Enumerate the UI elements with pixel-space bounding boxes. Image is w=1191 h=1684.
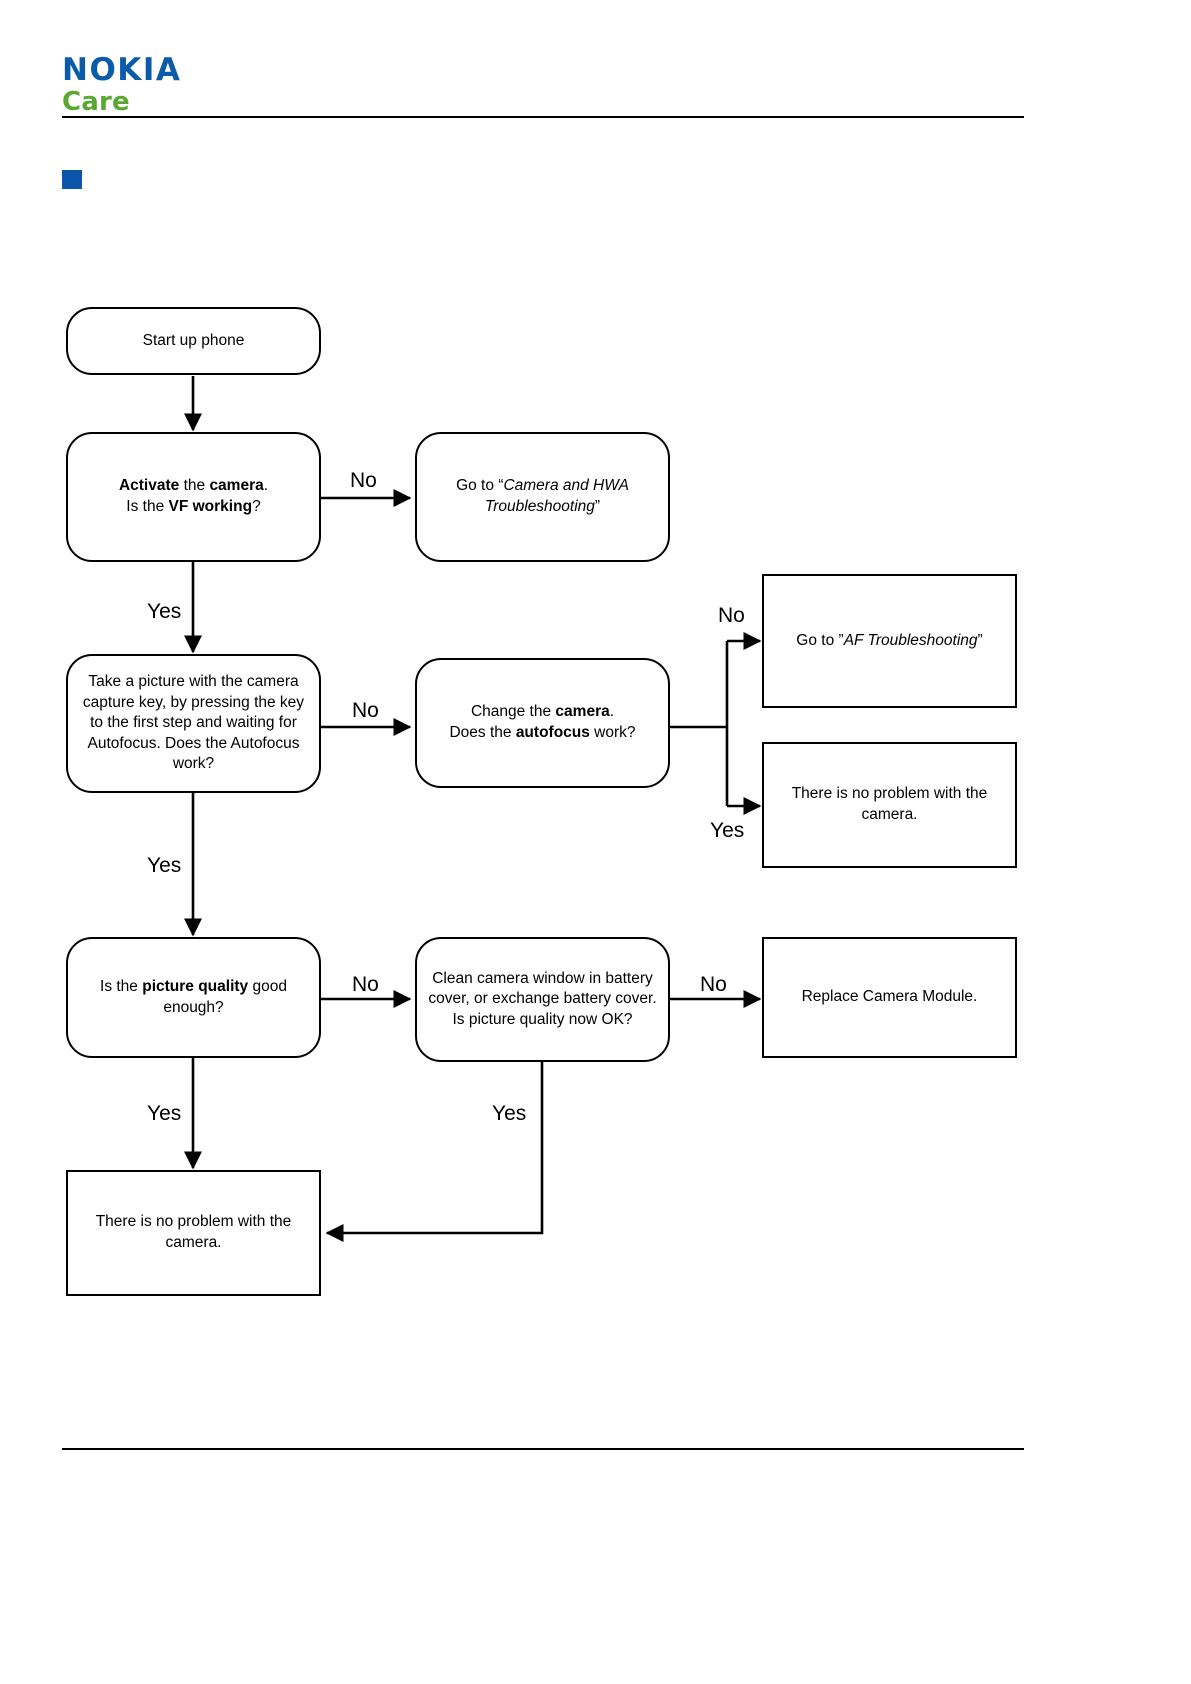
node-replace-camera-module-label: Replace Camera Module. — [801, 988, 978, 1006]
node-activate-camera[interactable]: Activate the camera. Is the VF working? — [66, 432, 321, 562]
node-picture-quality[interactable]: Is the picture quality good enough? — [66, 937, 321, 1058]
node-af-troubleshooting[interactable]: Go to ”AF Troubleshooting” — [762, 574, 1017, 708]
af-suffix: ” — [977, 631, 983, 649]
node-clean-camera-window[interactable]: Clean camera window in battery cover, or… — [415, 937, 670, 1062]
activate-period: . — [263, 477, 269, 495]
hwa-suffix: ” — [594, 498, 601, 515]
section-bullet-icon — [62, 170, 82, 189]
af-italic: AF Troubleshooting — [843, 631, 978, 649]
node-no-problem-camera-right[interactable]: There is no problem with the camera. — [762, 742, 1017, 868]
pq-line1-start: Is the — [100, 977, 143, 995]
nokia-care-logo: NOKIA Care — [62, 52, 182, 117]
node-activate-camera-label: Activate the camera. Is the VF working? — [78, 476, 309, 517]
edge-label-yes-take-picture: Yes — [147, 854, 182, 877]
node-picture-quality-label: Is the picture quality good enough? — [78, 977, 309, 1018]
pq-line2: enough? — [163, 998, 224, 1016]
brand-care-text: Care — [62, 87, 130, 117]
node-camera-hwa-troubleshooting[interactable]: Go to “Camera and HWA Troubleshooting” — [415, 432, 670, 562]
header-rule — [62, 116, 1024, 118]
pq-line1-end: good — [248, 977, 287, 995]
hwa-italic: Camera and HWA Troubleshooting — [484, 477, 629, 515]
activate-bold-vf: VF working — [168, 498, 253, 515]
node-take-picture-autofocus[interactable]: Take a picture with the camera capture k… — [66, 654, 321, 793]
activate-bold-activate: Activate — [118, 477, 180, 495]
edge-label-no-activate: No — [350, 469, 377, 492]
change-bold-camera: camera — [555, 703, 610, 721]
node-clean-camera-window-label: Clean camera window in battery cover, or… — [428, 969, 657, 1028]
change-line1-end: . — [609, 703, 615, 721]
edge-label-yes-change-camera: Yes — [710, 819, 745, 842]
edge-label-yes-picture-quality: Yes — [147, 1102, 182, 1125]
node-start-up-phone[interactable]: Start up phone — [66, 307, 321, 375]
change-line2-start: Does the — [449, 724, 516, 741]
activate-bold-camera: camera — [209, 477, 264, 495]
edge-label-no-change-camera: No — [718, 604, 745, 627]
brand-nokia-text: NOKIA — [62, 52, 182, 88]
node-af-troubleshooting-label: Go to ”AF Troubleshooting” — [774, 631, 1005, 652]
edge-label-yes-clean-window: Yes — [492, 1102, 527, 1125]
edge-label-no-picture-quality: No — [352, 973, 379, 996]
edge-label-yes-activate: Yes — [147, 600, 182, 623]
activate-line2-end: ? — [252, 498, 261, 515]
node-start-up-phone-label: Start up phone — [142, 331, 245, 349]
node-no-problem-camera-bottom[interactable]: There is no problem with the camera. — [66, 1170, 321, 1296]
pq-bold-picture-quality: picture quality — [142, 977, 249, 995]
change-line1-start: Change the — [470, 703, 556, 721]
edge-label-no-clean-window: No — [700, 973, 727, 996]
activate-mid: the — [179, 477, 210, 495]
footer-rule — [62, 1448, 1024, 1450]
node-camera-hwa-label: Go to “Camera and HWA Troubleshooting” — [427, 476, 658, 517]
af-prefix: Go to ” — [796, 631, 844, 649]
node-no-problem-camera-right-label: There is no problem with the camera. — [791, 785, 988, 823]
change-line2-end: work? — [589, 724, 636, 741]
edge-label-no-take-picture: No — [352, 699, 379, 722]
node-change-camera-label: Change the camera. Does the autofocus wo… — [427, 702, 658, 743]
hwa-prefix: Go to “ — [456, 477, 504, 495]
node-replace-camera-module[interactable]: Replace Camera Module. — [762, 937, 1017, 1058]
activate-line2-start: Is the — [126, 498, 169, 515]
node-take-picture-label: Take a picture with the camera capture k… — [82, 672, 305, 773]
node-change-camera[interactable]: Change the camera. Does the autofocus wo… — [415, 658, 670, 788]
node-no-problem-camera-bottom-label: There is no problem with the camera. — [95, 1213, 292, 1251]
change-bold-autofocus: autofocus — [515, 724, 590, 741]
